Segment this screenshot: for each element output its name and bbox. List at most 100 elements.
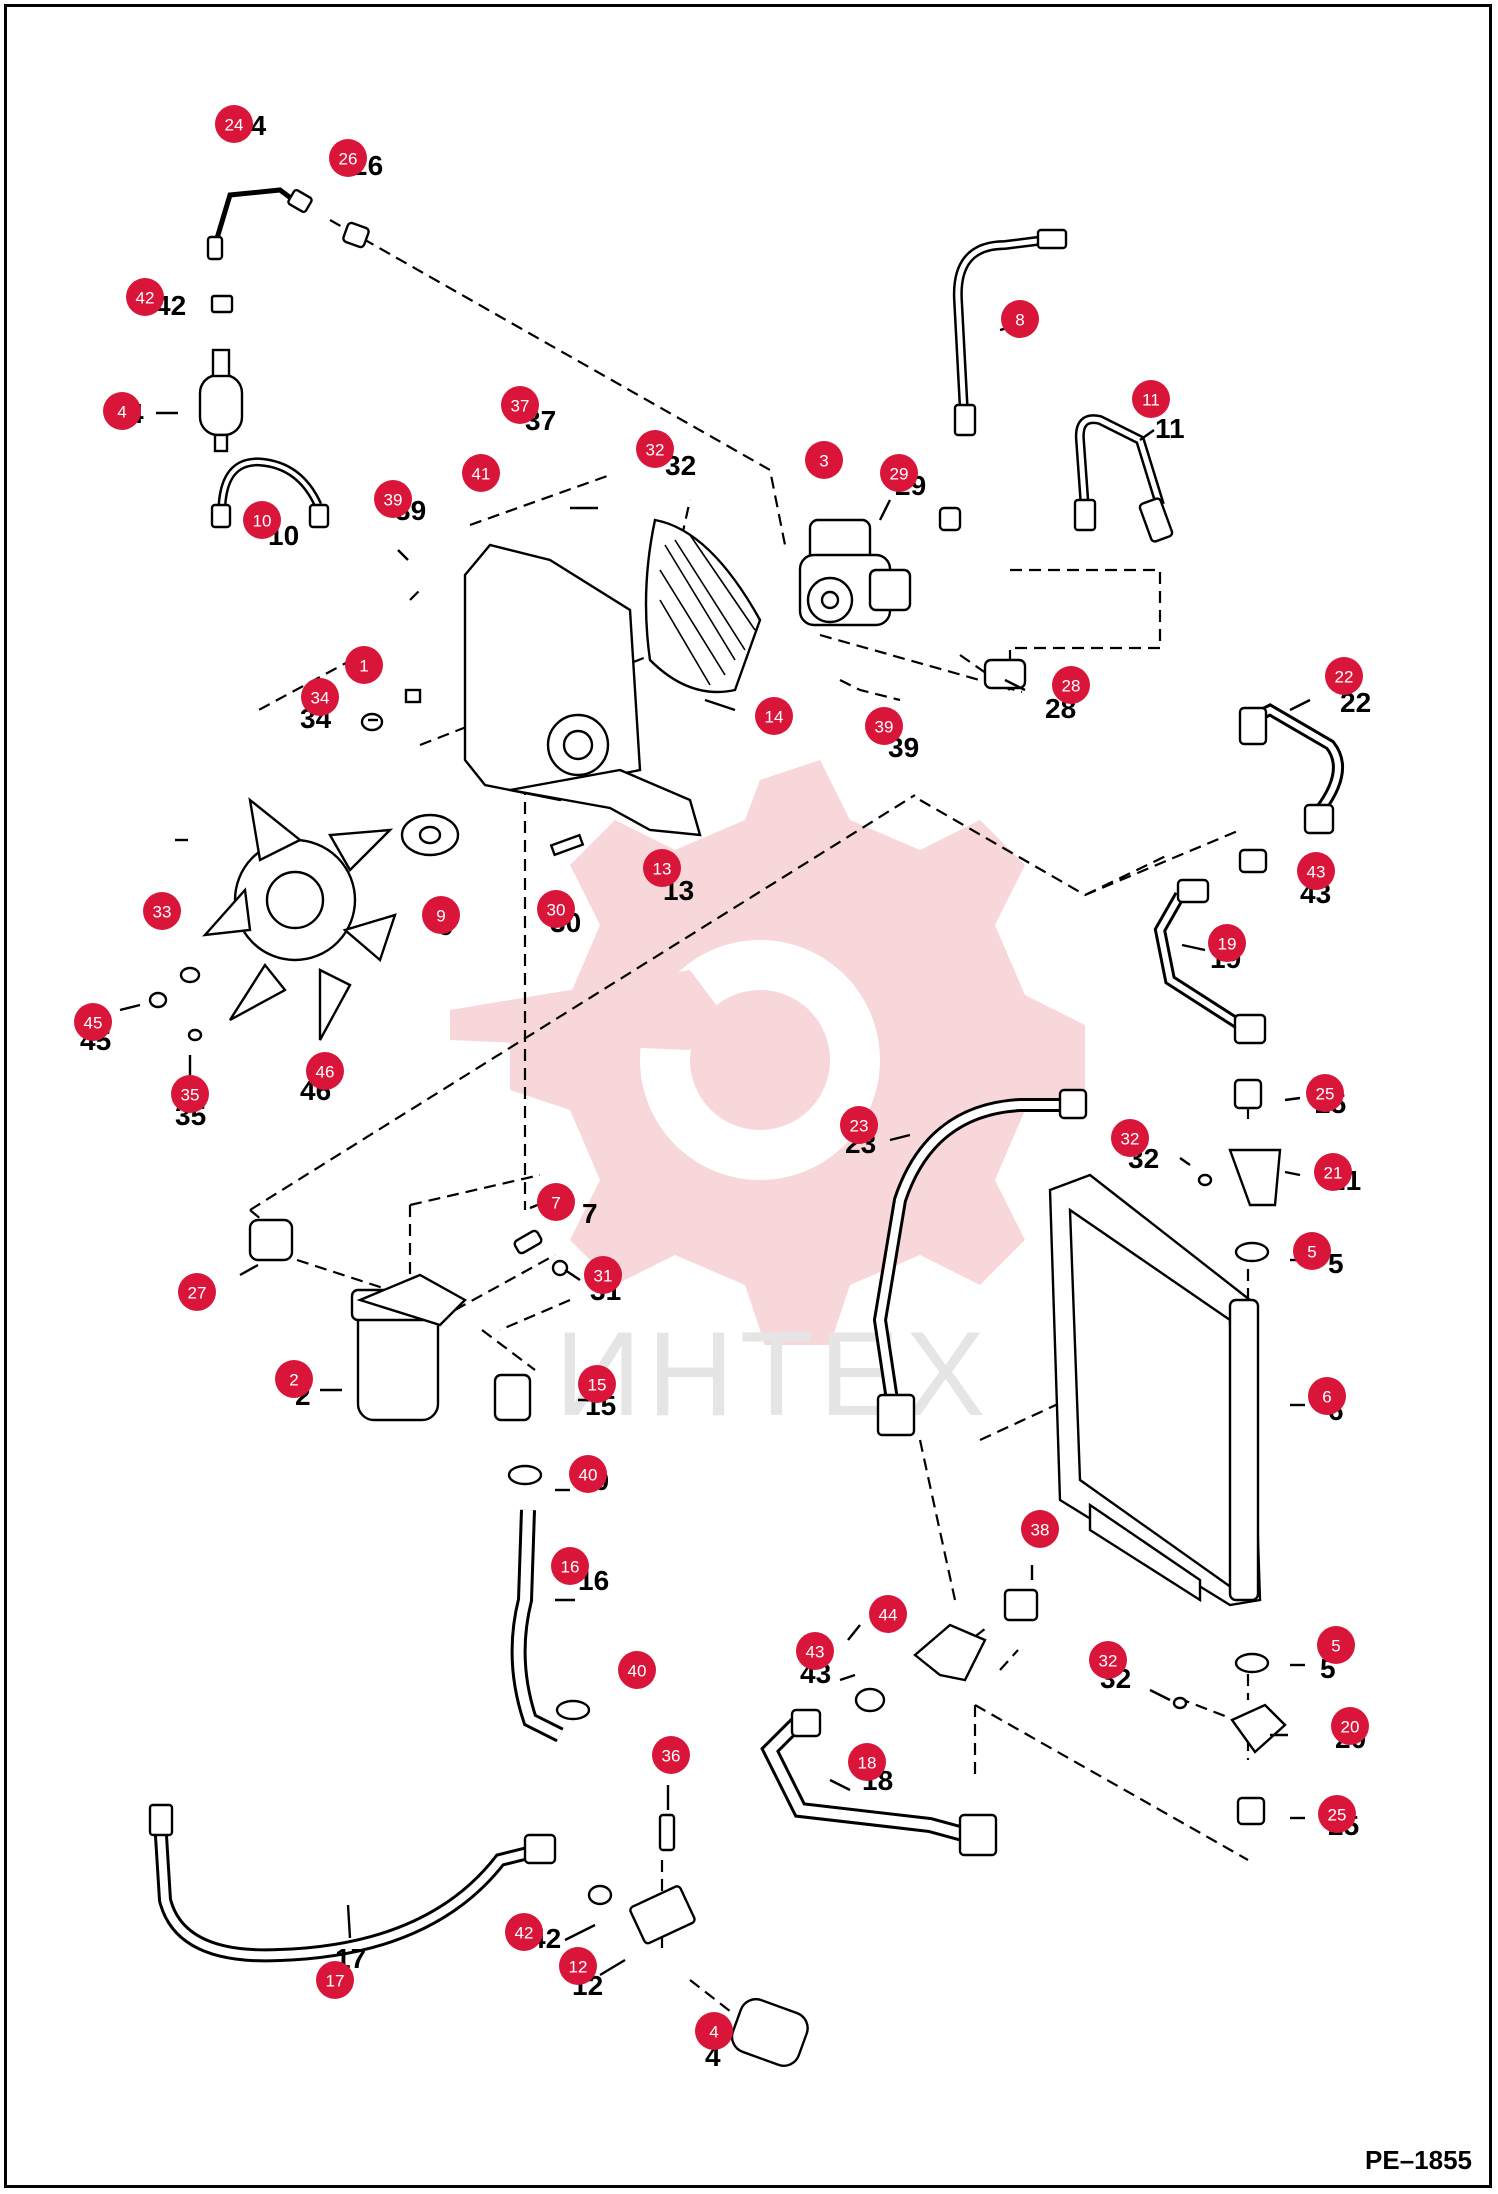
callout-circle	[578, 1365, 616, 1403]
clamp-40-lower	[555, 1699, 591, 1721]
callout-circle	[805, 441, 843, 479]
callout-circle	[422, 896, 460, 934]
callout-circle	[840, 1106, 878, 1144]
callout-circle	[301, 678, 339, 716]
fitting-25-upper	[1233, 1078, 1263, 1110]
callout-label: 34	[311, 689, 330, 708]
callout-2: 2	[275, 1360, 313, 1398]
callout-40: 40	[569, 1455, 607, 1493]
callout-circle	[865, 707, 903, 745]
callout-label: 31	[594, 1267, 613, 1286]
clamp-40-upper	[507, 1464, 543, 1486]
sheet-id: PE–1855	[1365, 2145, 1472, 2175]
callout-21: 21	[1314, 1153, 1352, 1191]
elbow-27	[248, 1218, 294, 1262]
callout-label: 5	[1331, 1637, 1340, 1656]
bolt-30	[549, 833, 585, 857]
callout-circle	[1308, 1377, 1346, 1415]
seal-5-lower	[1234, 1652, 1270, 1674]
callout-circle	[643, 849, 681, 887]
callout-32: 32	[1111, 1119, 1149, 1157]
callout-circle	[1318, 1795, 1356, 1833]
callout-circle	[462, 454, 500, 492]
callout-label: 7	[551, 1194, 560, 1213]
callout-11: 11	[1132, 380, 1170, 418]
callout-3: 3	[805, 441, 843, 479]
callout-label: 32	[1099, 1652, 1118, 1671]
callout-46: 46	[306, 1052, 344, 1090]
callout-22: 22	[1325, 657, 1363, 695]
callout-5: 5	[1293, 1232, 1331, 1270]
callout-label: 45	[84, 1014, 103, 1033]
nut-38	[1003, 1588, 1039, 1622]
bracket-20	[1230, 1703, 1287, 1754]
callout-label: 16	[561, 1558, 580, 1577]
seal-5-upper	[1234, 1241, 1270, 1263]
callout-label: 23	[850, 1117, 869, 1136]
callout-20: 20	[1331, 1707, 1369, 1745]
callout-label: 39	[875, 718, 894, 737]
part-number: 11	[1155, 413, 1185, 444]
bolt-35	[187, 1028, 203, 1042]
watermark-label: ИНТЕХ	[555, 1307, 991, 1441]
callout-label: 15	[588, 1376, 607, 1395]
fitting-25-lower	[1236, 1796, 1266, 1826]
callout-39: 39	[865, 707, 903, 745]
callout-circle	[74, 1003, 112, 1041]
callout-label: 17	[326, 1972, 345, 1991]
callout-42: 42	[505, 1913, 543, 1951]
callout-circle	[880, 454, 918, 492]
callout-circle	[1314, 1153, 1352, 1191]
nut-42-lower	[587, 1884, 613, 1906]
callout-27: 27	[178, 1273, 216, 1311]
callout-label: 27	[188, 1284, 207, 1303]
callout-16: 16	[551, 1547, 589, 1585]
callout-circle	[618, 1651, 656, 1689]
screw-32-lower	[1172, 1696, 1188, 1710]
callout-label: 9	[436, 907, 445, 926]
callout-14: 14	[755, 697, 793, 735]
callout-label: 43	[1307, 863, 1326, 882]
callout-circle	[275, 1360, 313, 1398]
callout-label: 32	[1121, 1130, 1140, 1149]
callout-label: 6	[1322, 1388, 1331, 1407]
callout-label: 24	[225, 116, 244, 135]
callout-circle	[1001, 300, 1039, 338]
callout-43: 43	[1297, 852, 1335, 890]
callout-label: 19	[1218, 935, 1237, 954]
part-outlines	[148, 187, 1344, 2067]
callout-label: 42	[136, 289, 155, 308]
callout-label: 44	[879, 1606, 898, 1625]
callout-label: 11	[1142, 391, 1160, 410]
nut-45	[148, 991, 168, 1009]
callout-38: 38	[1021, 1510, 1059, 1548]
callout-circle	[126, 278, 164, 316]
callout-label: 25	[1316, 1085, 1335, 1104]
callout-34: 34	[301, 678, 339, 716]
callout-label: 1	[359, 657, 368, 676]
callout-12: 12	[559, 1947, 597, 1985]
filter-assembly-2	[350, 1273, 467, 1422]
elbow-15	[493, 1373, 532, 1422]
callout-circle	[537, 890, 575, 928]
callout-44: 44	[869, 1595, 907, 1633]
callout-41: 41	[462, 454, 500, 492]
callout-circle	[1331, 1707, 1369, 1745]
callout-circle	[306, 1052, 344, 1090]
callout-label: 38	[1031, 1521, 1050, 1540]
callout-5: 5	[1317, 1626, 1355, 1664]
fitting-29	[938, 506, 962, 532]
callout-circle	[869, 1595, 907, 1633]
callout-circle	[345, 646, 383, 684]
callout-circle	[316, 1961, 354, 1999]
callout-circle	[569, 1455, 607, 1493]
callout-label: 5	[1307, 1243, 1316, 1262]
callout-24: 24	[215, 105, 253, 143]
callout-35: 35	[171, 1075, 209, 1113]
callout-13: 13	[643, 849, 681, 887]
part-number: 5	[1328, 1248, 1344, 1279]
callout-7: 7	[537, 1183, 575, 1221]
callout-label: 3	[819, 452, 828, 471]
callout-circle	[1306, 1074, 1344, 1112]
callout-label: 12	[569, 1958, 588, 1977]
